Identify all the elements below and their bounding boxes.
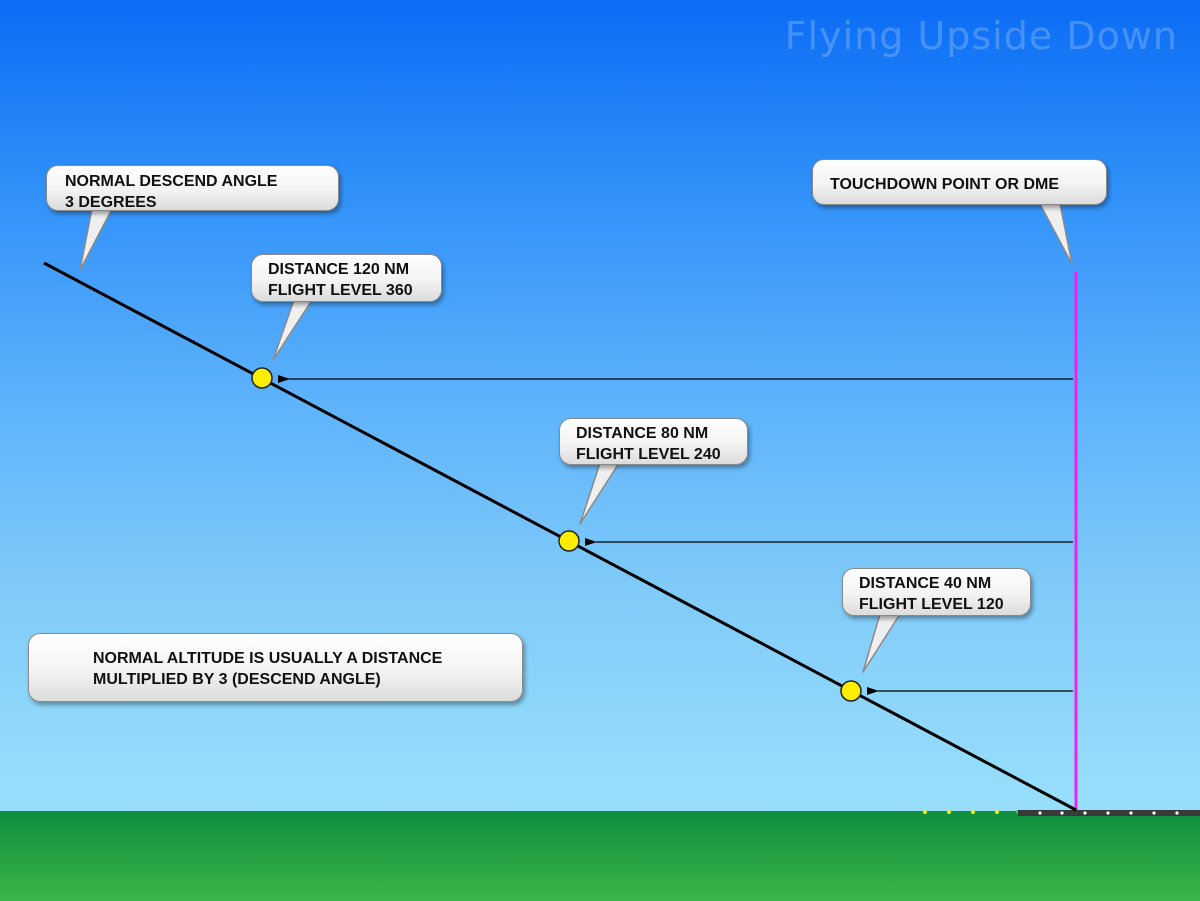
runway-light <box>1083 811 1087 815</box>
callout-rule: NORMAL ALTITUDE IS USUALLY A DISTANCE MU… <box>28 633 523 702</box>
runway-light <box>1106 811 1110 815</box>
watermark-text: Flying Upside Down <box>784 14 1178 58</box>
callout-fix-120: DISTANCE 120 NM FLIGHT LEVEL 360 <box>251 254 442 302</box>
runway-lights <box>1038 811 1179 815</box>
fix-marker-40 <box>840 680 862 702</box>
ground <box>0 811 1200 901</box>
runway-light <box>1175 811 1179 815</box>
callout-touchdown: TOUCHDOWN POINT OR DME <box>812 159 1107 205</box>
callout-fix-80-line1: DISTANCE 80 NM <box>576 425 709 442</box>
runway-light <box>1038 811 1042 815</box>
callout-fix-40-line1: DISTANCE 40 NM <box>859 575 992 592</box>
callout-pointer-120 <box>272 299 313 361</box>
callout-pointer-descend-angle <box>79 208 113 271</box>
callout-fix-80: DISTANCE 80 NM FLIGHT LEVEL 240 <box>559 418 748 465</box>
callout-fix-40-line2: FLIGHT LEVEL 120 <box>859 596 1004 613</box>
callout-fix-40: DISTANCE 40 NM FLIGHT LEVEL 120 <box>842 568 1031 616</box>
callout-pointer-40 <box>862 613 901 673</box>
callout-rule-line2: MULTIPLIED BY 3 (DESCEND ANGLE) <box>93 671 381 688</box>
approach-light <box>947 810 951 814</box>
approach-lights <box>923 810 1020 814</box>
approach-light <box>923 810 927 814</box>
runway-light <box>1060 811 1064 815</box>
callout-descend-angle: NORMAL DESCEND ANGLE 3 DEGREES <box>46 165 339 211</box>
callout-pointer-touchdown <box>1039 203 1073 265</box>
callout-pointer-80 <box>579 462 620 525</box>
fix-marker-120 <box>251 367 273 389</box>
callout-descend-angle-line2: 3 DEGREES <box>65 194 157 211</box>
approach-light <box>995 810 999 814</box>
runway-light <box>1129 811 1133 815</box>
callout-fix-80-line2: FLIGHT LEVEL 240 <box>576 446 721 463</box>
callout-fix-120-line1: DISTANCE 120 NM <box>268 261 410 278</box>
fix-marker-80 <box>558 530 580 552</box>
callout-rule-line1: NORMAL ALTITUDE IS USUALLY A DISTANCE <box>93 650 443 667</box>
runway-light <box>1152 811 1156 815</box>
callout-touchdown-line1: TOUCHDOWN POINT OR DME <box>830 176 1060 193</box>
callout-descend-angle-line1: NORMAL DESCEND ANGLE <box>65 173 278 190</box>
approach-light <box>971 810 975 814</box>
callout-fix-120-line2: FLIGHT LEVEL 360 <box>268 282 413 299</box>
